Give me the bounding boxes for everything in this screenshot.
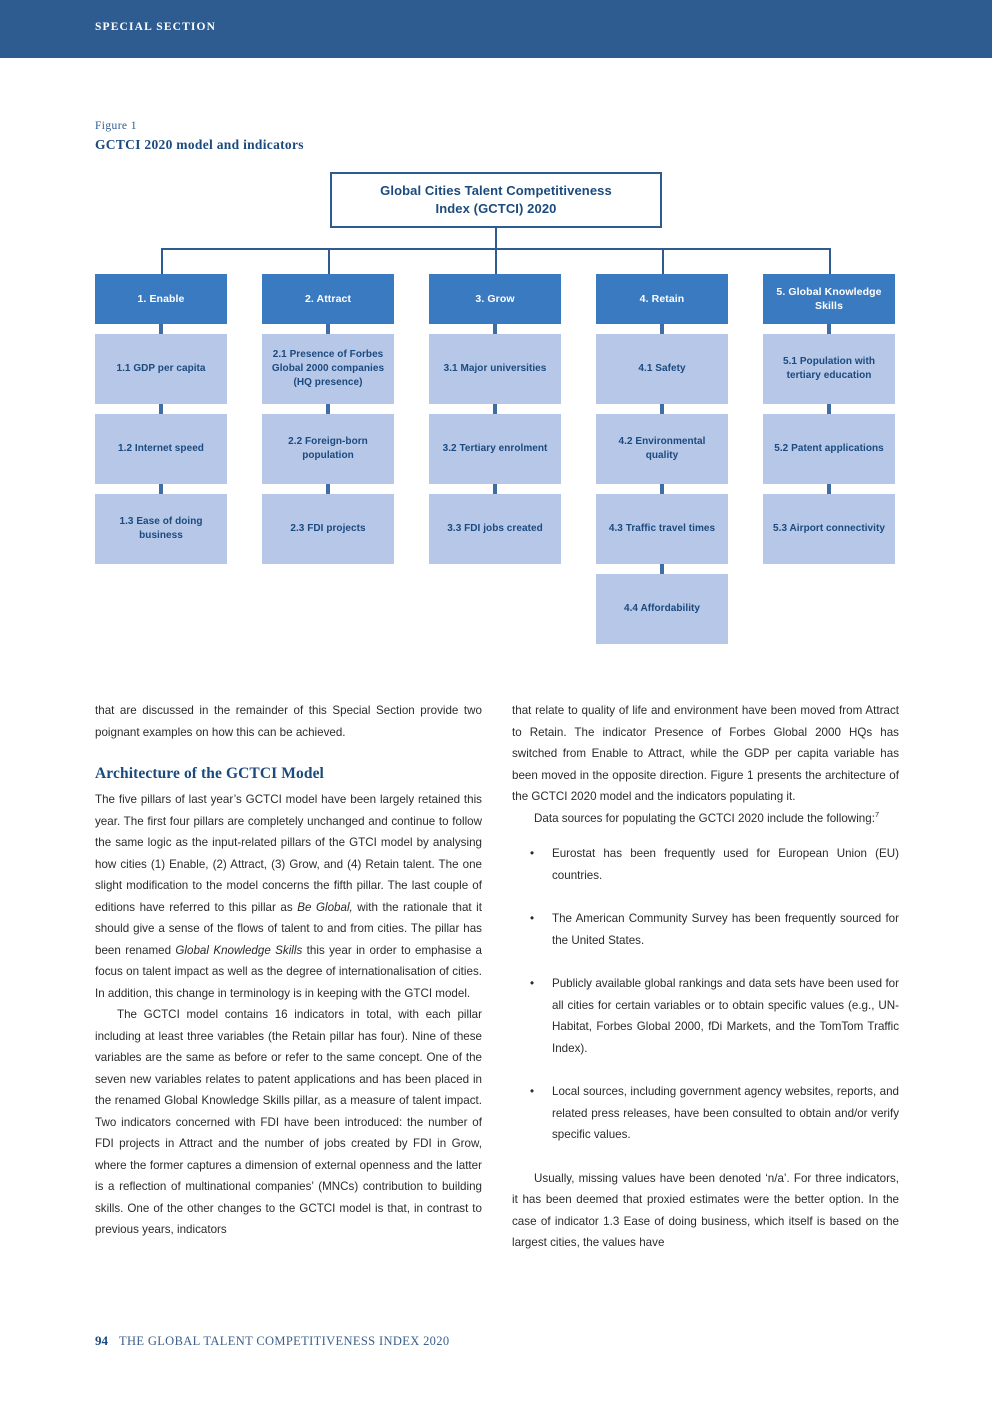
pillar-header-grow[interactable]: 3. Grow: [429, 274, 561, 324]
list-item-text: Publicly available global rankings and d…: [552, 977, 899, 1055]
stub-connector: [159, 484, 163, 494]
figure-caption: Figure 1 GCTCI 2020 model and indicators: [95, 120, 795, 153]
stub-connector: [326, 324, 330, 334]
list-item: • Publicly available global rankings and…: [512, 973, 899, 1059]
list-item: • The American Community Survey has been…: [512, 908, 899, 951]
indicator-box-3-2[interactable]: 3.2 Tertiary enrolment: [429, 414, 561, 484]
paragraph-part-a: The five pillars of last year’s GCTCI mo…: [95, 793, 482, 914]
paragraph-missing-values: Usually, missing values have been denote…: [512, 1171, 899, 1250]
pillar-column-2: 2. Attract 2.1 Presence of Forbes Global…: [262, 274, 394, 564]
gctci-model-diagram: Global Cities Talent Competitiveness Ind…: [0, 168, 992, 644]
stub-connector: [827, 484, 831, 494]
indicator-box-2-1[interactable]: 2.1 Presence of Forbes Global 2000 compa…: [262, 334, 394, 404]
page-header-banner: SPECIAL SECTION: [0, 0, 992, 58]
body-column-right: that relate to quality of life and envir…: [512, 700, 899, 1254]
paragraph-continued-left: that are discussed in the remainder of t…: [95, 704, 482, 739]
list-item: • Local sources, including government ag…: [512, 1081, 899, 1146]
stub-connector: [827, 324, 831, 334]
paragraph-data-sources-intro: Data sources for populating the GCTCI 20…: [512, 808, 899, 830]
pillar-column-5: 5. Global Knowledge Skills 5.1 Populatio…: [763, 274, 895, 564]
list-item: • Eurostat has been frequently used for …: [512, 843, 899, 886]
list-item-text: The American Community Survey has been f…: [552, 912, 899, 947]
section-label: SPECIAL SECTION: [95, 21, 217, 33]
indicator-box-1-1[interactable]: 1.1 GDP per capita: [95, 334, 227, 404]
body-column-left: that are discussed in the remainder of t…: [95, 700, 482, 1241]
paragraph-data-sources-text: Data sources for populating the GCTCI 20…: [534, 811, 875, 825]
figure-number: Figure 1: [95, 120, 137, 132]
diagram-root-node: Global Cities Talent Competitiveness Ind…: [330, 172, 662, 228]
emphasis-global-knowledge-skills: Global Knowledge Skills: [175, 943, 303, 957]
stub-connector: [159, 324, 163, 334]
indicator-box-2-3[interactable]: 2.3 FDI projects: [262, 494, 394, 564]
connector-drop-pillar-2: [328, 248, 330, 274]
emphasis-be-global: Be Global,: [297, 900, 353, 914]
indicator-box-1-3[interactable]: 1.3 Ease of doing business: [95, 494, 227, 564]
connector-drop-pillar-4: [662, 248, 664, 274]
bullet-icon: •: [530, 847, 535, 860]
pillar-column-1: 1. Enable 1.1 GDP per capita 1.2 Interne…: [95, 274, 227, 564]
page-footer: 94 THE GLOBAL TALENT COMPETITIVENESS IND…: [95, 1333, 449, 1349]
connector-drop-pillar-5: [829, 248, 831, 274]
indicator-box-3-3[interactable]: 3.3 FDI jobs created: [429, 494, 561, 564]
pillar-column-3: 3. Grow 3.1 Major universities 3.2 Terti…: [429, 274, 561, 564]
indicator-box-4-4[interactable]: 4.4 Affordability: [596, 574, 728, 644]
figure-title: GCTCI 2020 model and indicators: [95, 137, 304, 152]
diagram-root-label: Global Cities Talent Competitiveness Ind…: [380, 182, 612, 218]
list-item-text: Local sources, including government agen…: [552, 1085, 899, 1141]
stub-connector: [493, 484, 497, 494]
stub-connector: [660, 404, 664, 414]
paragraph-indicators-detail: The GCTCI model contains 16 indicators i…: [95, 1008, 482, 1236]
list-item-text: Eurostat has been frequently used for Eu…: [552, 847, 899, 882]
indicator-box-2-2[interactable]: 2.2 Foreign-born population: [262, 414, 394, 484]
stub-connector: [493, 404, 497, 414]
stub-connector: [660, 564, 664, 574]
connector-drop-pillar-3: [495, 248, 497, 274]
stub-connector: [660, 484, 664, 494]
indicator-box-3-1[interactable]: 3.1 Major universities: [429, 334, 561, 404]
pillar-header-enable[interactable]: 1. Enable: [95, 274, 227, 324]
stub-connector: [827, 404, 831, 414]
pillar-header-retain[interactable]: 4. Retain: [596, 274, 728, 324]
section-heading-architecture: Architecture of the GCTCI Model: [95, 765, 324, 782]
footer-title: THE GLOBAL TALENT COMPETITIVENESS INDEX …: [119, 1334, 450, 1348]
paragraph-continued-right: that relate to quality of life and envir…: [512, 704, 899, 803]
footnote-marker-7: 7: [874, 809, 880, 819]
indicator-box-5-2[interactable]: 5.2 Patent applications: [763, 414, 895, 484]
data-sources-list: • Eurostat has been frequently used for …: [512, 843, 899, 1146]
stub-connector: [493, 324, 497, 334]
pillar-column-4: 4. Retain 4.1 Safety 4.2 Environmental q…: [596, 274, 728, 644]
stub-connector: [159, 404, 163, 414]
indicator-box-5-1[interactable]: 5.1 Population with tertiary education: [763, 334, 895, 404]
paragraph-pillars-overview: The five pillars of last year’s GCTCI mo…: [95, 789, 482, 1004]
connector-root-stem: [495, 228, 497, 250]
bullet-icon: •: [530, 912, 535, 925]
indicator-box-4-2[interactable]: 4.2 Environmental quality: [596, 414, 728, 484]
stub-connector: [326, 484, 330, 494]
diagram-root-label-line2: Index (GCTCI) 2020: [435, 201, 557, 216]
indicator-box-1-2[interactable]: 1.2 Internet speed: [95, 414, 227, 484]
page-number: 94: [95, 1333, 108, 1348]
pillar-header-attract[interactable]: 2. Attract: [262, 274, 394, 324]
connector-drop-pillar-1: [161, 248, 163, 274]
indicator-box-5-3[interactable]: 5.3 Airport connectivity: [763, 494, 895, 564]
pillar-header-global-knowledge-skills[interactable]: 5. Global Knowledge Skills: [763, 274, 895, 324]
indicator-box-4-1[interactable]: 4.1 Safety: [596, 334, 728, 404]
paragraph-part-c: this year in order to emphasise a focus …: [95, 943, 483, 1000]
stub-connector: [326, 404, 330, 414]
paragraph-part-b: with the rationale that it should give a…: [95, 900, 482, 957]
stub-connector: [660, 324, 664, 334]
bullet-icon: •: [530, 1085, 535, 1098]
bullet-icon: •: [530, 977, 535, 990]
indicator-box-4-3[interactable]: 4.3 Traffic travel times: [596, 494, 728, 564]
diagram-root-label-line1: Global Cities Talent Competitiveness: [380, 183, 612, 199]
